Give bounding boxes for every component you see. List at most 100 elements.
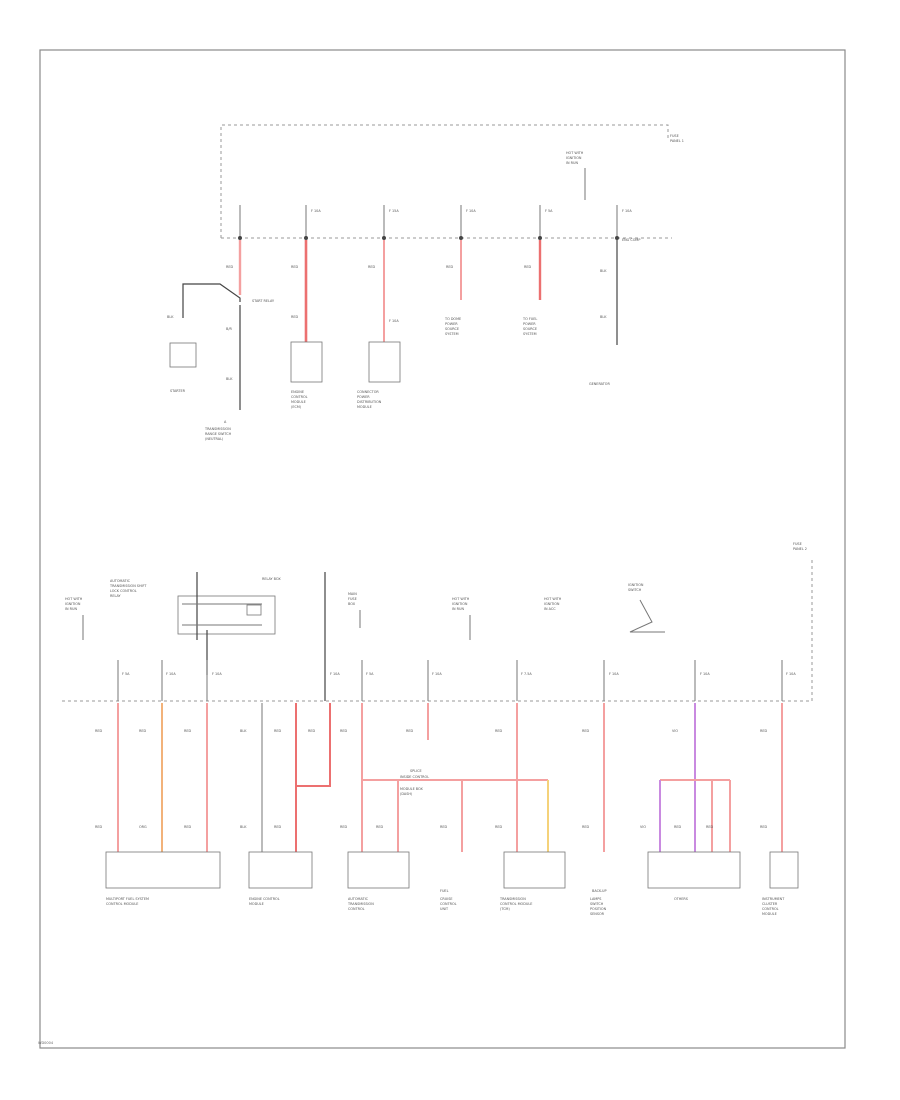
svg-text:F 10A: F 10A: [700, 672, 710, 676]
svg-text:A: A: [224, 420, 227, 424]
svg-text:CRUISE: CRUISE: [440, 897, 453, 901]
svg-text:F 10A: F 10A: [622, 209, 632, 213]
svg-text:RED: RED: [274, 825, 281, 829]
bottom-fuse-labels: F 5A F 10A F 10A F 10A F 5A F 10A F 7.5A…: [122, 672, 796, 676]
svg-text:RED: RED: [291, 315, 298, 319]
svg-text:FUSE: FUSE: [348, 597, 357, 601]
svg-text:AUTOMATIC: AUTOMATIC: [348, 897, 369, 901]
bottom-fuse-stubs: [117, 660, 783, 701]
diagram-frame: [39, 49, 846, 1049]
svg-text:MODULE: MODULE: [291, 400, 306, 404]
svg-text:CLUSTER: CLUSTER: [762, 902, 778, 906]
svg-text:TO FUEL: TO FUEL: [522, 317, 537, 321]
svg-text:HOT WITH: HOT WITH: [566, 151, 584, 155]
svg-text:TRANSMISSION: TRANSMISSION: [347, 902, 374, 906]
svg-text:CONTROL: CONTROL: [762, 907, 779, 911]
svg-text:CONNECTOR: CONNECTOR: [357, 390, 379, 394]
engine-control-module-box: [290, 341, 323, 383]
svg-text:ENGINE CONTROL: ENGINE CONTROL: [249, 897, 280, 901]
svg-text:IN RUN: IN RUN: [566, 161, 578, 165]
svg-text:SENSOR: SENSOR: [590, 912, 605, 916]
svg-text:F 10A: F 10A: [311, 209, 321, 213]
svg-text:IGNITION: IGNITION: [566, 156, 582, 160]
module-box-4: [503, 851, 566, 889]
top-power-distribution: FUSE PANEL 1 F 10A F 15A F 10A F 5A F 10…: [167, 124, 684, 441]
svg-text:IGNITION: IGNITION: [65, 602, 81, 606]
svg-text:POWER: POWER: [445, 322, 458, 326]
module-box-3: [347, 851, 410, 889]
svg-text:RED: RED: [95, 729, 102, 733]
svg-text:RED: RED: [524, 265, 531, 269]
svg-text:BLK: BLK: [600, 315, 607, 319]
svg-text:START RELAY: START RELAY: [252, 299, 275, 303]
svg-text:RED: RED: [706, 825, 713, 829]
svg-text:PANEL 1: PANEL 1: [670, 139, 684, 143]
svg-text:(NEUTRAL): (NEUTRAL): [205, 437, 224, 441]
svg-text:AUTOMATIC: AUTOMATIC: [110, 579, 131, 583]
svg-text:F 10A: F 10A: [432, 672, 442, 676]
svg-text:RED: RED: [95, 825, 102, 829]
svg-text:CONTROL MODULE: CONTROL MODULE: [500, 902, 532, 906]
svg-text:VIO: VIO: [640, 825, 646, 829]
svg-text:MAIN: MAIN: [348, 592, 357, 596]
svg-text:(DASH): (DASH): [400, 792, 413, 796]
svg-text:F 10A: F 10A: [466, 209, 476, 213]
svg-text:CONTROL MODULE: CONTROL MODULE: [106, 902, 138, 906]
top-bus-dots: [238, 236, 619, 240]
bottom-power-distribution: FUSE PANEL 2 HOT WITH IGNITION IN RUN HO…: [62, 542, 813, 916]
svg-text:RED: RED: [368, 265, 375, 269]
diagram-code: WD0004: [38, 1041, 54, 1045]
svg-text:RED: RED: [291, 265, 298, 269]
svg-text:RED: RED: [582, 729, 589, 733]
svg-text:RED: RED: [274, 729, 281, 733]
svg-text:SOURCE: SOURCE: [523, 327, 537, 331]
svg-text:RED: RED: [406, 729, 413, 733]
svg-text:IN RUN: IN RUN: [452, 607, 464, 611]
svg-text:ORG: ORG: [139, 825, 147, 829]
svg-text:MODULE BOX: MODULE BOX: [400, 787, 424, 791]
svg-text:(TCM): (TCM): [500, 907, 510, 911]
svg-text:PANEL 2: PANEL 2: [793, 547, 807, 551]
svg-text:BACK-UP: BACK-UP: [592, 889, 607, 893]
svg-text:F 5A: F 5A: [122, 672, 130, 676]
module-box-6: [769, 851, 799, 889]
svg-text:HOT WITH: HOT WITH: [65, 597, 83, 601]
svg-text:F 7.5A: F 7.5A: [521, 672, 532, 676]
svg-text:INSTRUMENT: INSTRUMENT: [762, 897, 785, 901]
svg-text:BLK: BLK: [226, 377, 233, 381]
svg-text:FUEL: FUEL: [440, 889, 449, 893]
svg-text:MODULE: MODULE: [357, 405, 372, 409]
module-box-5: [647, 851, 741, 889]
svg-text:HOT WITH: HOT WITH: [544, 597, 562, 601]
svg-text:SWITCH: SWITCH: [628, 588, 642, 592]
svg-text:SWITCH: SWITCH: [590, 902, 604, 906]
svg-text:POWER: POWER: [523, 322, 536, 326]
svg-text:IN RUN: IN RUN: [65, 607, 77, 611]
top-feed-loop: [220, 124, 669, 238]
svg-text:MODULE: MODULE: [762, 912, 777, 916]
svg-text:DISTRIBUTION: DISTRIBUTION: [357, 400, 382, 404]
svg-text:F 5A: F 5A: [366, 672, 374, 676]
svg-text:IGNITION: IGNITION: [628, 583, 644, 587]
top-fuse-stubs: F 10A F 15A F 10A F 5A F 10A ENG COMP: [239, 205, 640, 242]
svg-text:RED: RED: [184, 825, 191, 829]
svg-text:CONTROL: CONTROL: [440, 902, 457, 906]
relay-assembly: AUTOMATIC TRANSMISSION SHIFT LOCK CONTRO…: [109, 572, 281, 675]
svg-text:HOT WITH: HOT WITH: [452, 597, 470, 601]
svg-text:RED: RED: [184, 729, 191, 733]
svg-text:LAMPS: LAMPS: [590, 897, 601, 901]
svg-text:VIO: VIO: [672, 729, 678, 733]
svg-text:F 15A: F 15A: [389, 209, 399, 213]
module-box-2: [248, 851, 313, 889]
svg-text:RED: RED: [674, 825, 681, 829]
svg-text:(ECM): (ECM): [291, 405, 302, 409]
svg-text:BLK: BLK: [167, 315, 174, 319]
svg-text:RANGE SWITCH: RANGE SWITCH: [205, 432, 232, 436]
svg-text:MODULE: MODULE: [249, 902, 264, 906]
svg-text:CONTROL: CONTROL: [291, 395, 308, 399]
svg-text:FUSE: FUSE: [793, 542, 802, 546]
svg-text:POSITION: POSITION: [590, 907, 607, 911]
svg-text:RED: RED: [340, 729, 347, 733]
svg-text:CONTROL: CONTROL: [348, 907, 365, 911]
